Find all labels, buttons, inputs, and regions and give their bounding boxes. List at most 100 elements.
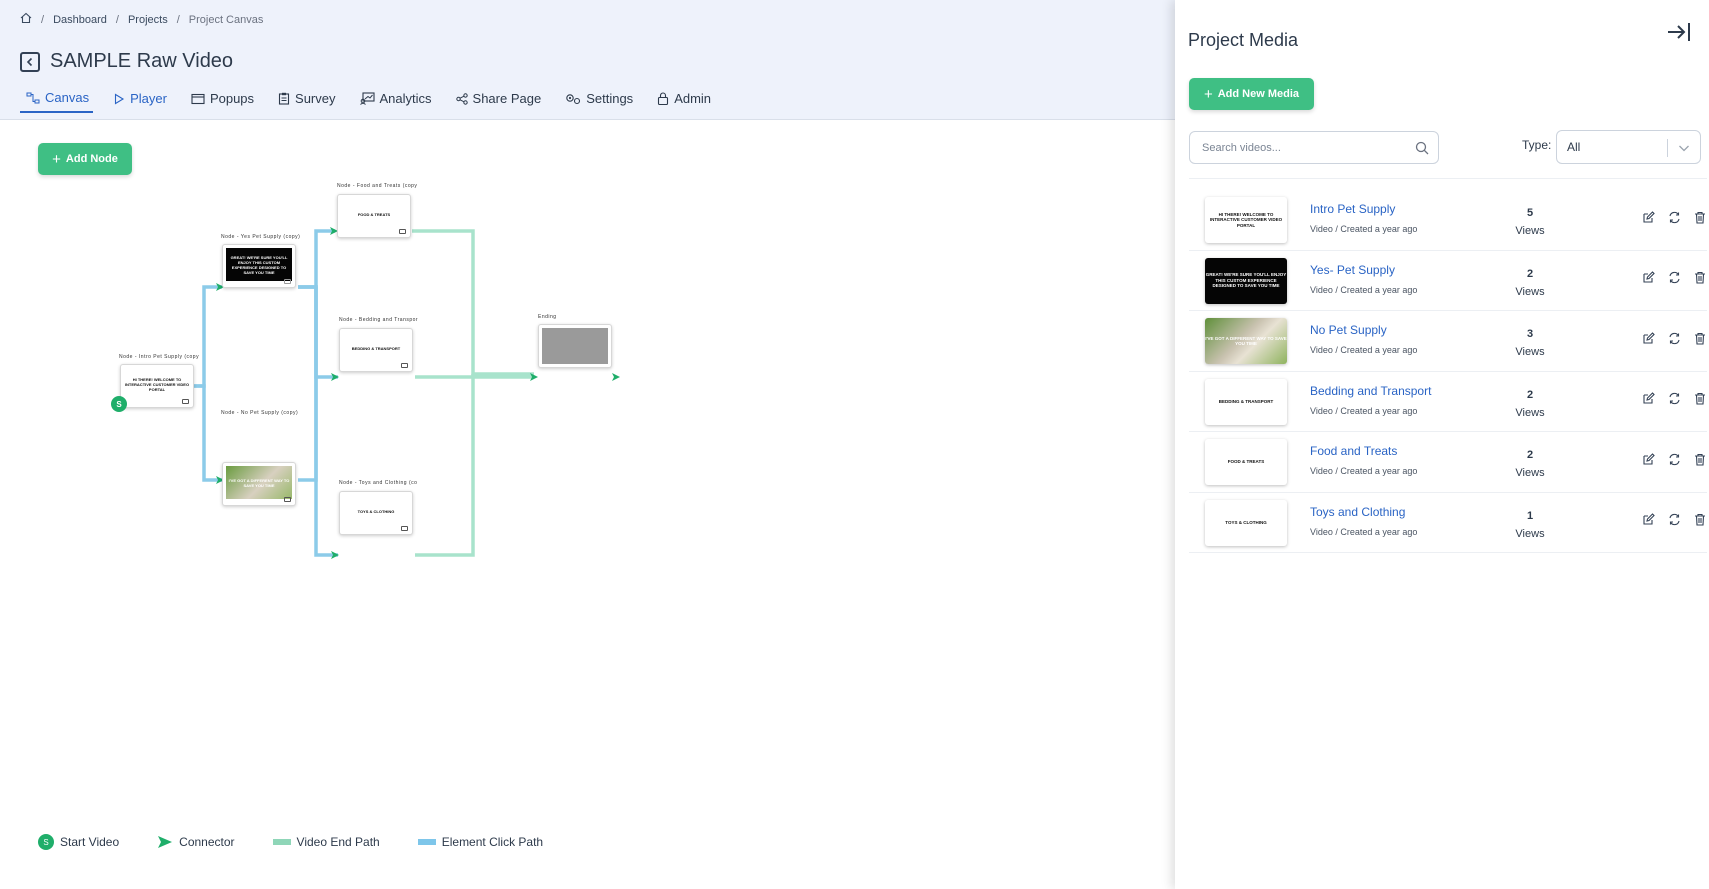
connector-icons: [216, 227, 620, 559]
node-label: Node - Bedding and Transpor: [339, 317, 419, 323]
video-end-swatch: [272, 839, 291, 845]
media-row-bedding-and-transport: BEDDING & TRANSPORT Bedding and Transpor…: [1189, 372, 1707, 432]
home-icon[interactable]: [20, 12, 32, 27]
edit-icon[interactable]: [1641, 331, 1655, 345]
click-path-intro-yes: [194, 285, 222, 388]
breadcrumb-projects[interactable]: Projects: [127, 13, 168, 26]
tab-share-page[interactable]: Share Page: [450, 90, 546, 113]
media-name-link[interactable]: Bedding and Transport: [1310, 383, 1432, 398]
media-thumbnail[interactable]: BEDDING & TRANSPORT: [1205, 378, 1287, 425]
media-thumbnail[interactable]: I'VE GOT A DIFFERENT WAY TO SAVE YOU TIM…: [1205, 318, 1287, 364]
media-thumbnail[interactable]: TOYS & CLOTHING: [1205, 499, 1287, 546]
add-node-button[interactable]: + Add Node: [38, 143, 132, 175]
media-name-link[interactable]: Yes- Pet Supply: [1310, 262, 1395, 277]
element-click-paths: [194, 229, 338, 557]
legend-video-end-path: Video End Path: [272, 835, 380, 849]
flow-canvas[interactable]: + Add Node Node - Intro: [0, 121, 1175, 889]
replace-icon[interactable]: [1667, 210, 1681, 224]
views-label: Views: [1515, 346, 1545, 358]
chevron-down-icon: [1678, 142, 1690, 156]
media-name-link[interactable]: Toys and Clothing: [1310, 504, 1406, 519]
click-path-yes-food: [298, 229, 335, 289]
views-count: 2: [1526, 449, 1534, 461]
media-row-intro-pet-supply: HI THERE! WELCOME TO INTERACTIVE CUSTOME…: [1189, 190, 1707, 251]
tab-label: Share Page: [472, 91, 542, 106]
node-label: Node - Yes Pet Supply (copy): [221, 234, 301, 240]
media-name-link[interactable]: Intro Pet Supply: [1310, 202, 1396, 216]
node-label: Node - No Pet Supply (copy): [221, 410, 299, 416]
tab-settings[interactable]: Settings: [559, 90, 637, 113]
node-ending[interactable]: [538, 324, 612, 368]
list-divider: [1189, 178, 1707, 179]
tab-admin[interactable]: Admin: [651, 90, 715, 113]
media-name-link[interactable]: No Pet Supply: [1310, 323, 1387, 337]
trash-icon[interactable]: [1693, 392, 1707, 406]
edit-icon[interactable]: [1641, 452, 1655, 466]
tab-popups[interactable]: Popups: [185, 90, 258, 113]
views-label: Views: [1515, 527, 1545, 540]
project-media-panel: Project Media + Add New Media Type: All …: [1175, 0, 1709, 889]
breadcrumb-dashboard[interactable]: Dashboard: [53, 13, 107, 26]
views-count: 2: [1526, 388, 1534, 401]
replace-icon[interactable]: [1667, 452, 1681, 466]
node-thumbnail: FOOD & TREATS: [341, 198, 407, 231]
media-row-food-and-treats: FOOD & TREATS Food and Treats Video / Cr…: [1189, 432, 1707, 493]
media-thumbnail[interactable]: HI THERE! WELCOME TO INTERACTIVE CUSTOME…: [1205, 197, 1287, 243]
add-new-media-button[interactable]: + Add New Media: [1189, 78, 1314, 110]
back-arrow-icon[interactable]: [20, 51, 40, 72]
replace-icon[interactable]: [1667, 513, 1681, 527]
node-food-and-treats[interactable]: FOOD & TREATS: [337, 194, 411, 238]
plus-icon: +: [1203, 85, 1213, 103]
type-filter-select[interactable]: All: [1556, 130, 1701, 164]
connector-icon: [216, 283, 224, 291]
search-icon[interactable]: [1415, 141, 1429, 160]
video-camera-icon: [401, 363, 408, 368]
media-thumbnail[interactable]: GREAT! WE'RE SURE YOU'LL ENJOY THIS CUST…: [1205, 257, 1287, 304]
trash-icon[interactable]: [1693, 210, 1707, 224]
panel-title: Project Media: [1188, 30, 1299, 50]
collapse-panel-icon[interactable]: [1665, 20, 1693, 44]
end-path-food-ending: [412, 229, 534, 376]
replace-icon[interactable]: [1667, 392, 1681, 406]
views-label: Views: [1515, 285, 1545, 298]
edit-icon[interactable]: [1641, 513, 1655, 527]
node-label: Node - Toys and Clothing (co: [339, 480, 418, 486]
tab-player[interactable]: Player: [107, 90, 171, 113]
breadcrumb-current: Project Canvas: [188, 13, 264, 26]
tab-label: Survey: [295, 91, 336, 106]
trash-icon[interactable]: [1693, 452, 1707, 466]
media-meta: Video / Created a year ago: [1310, 405, 1418, 416]
breadcrumb-separator: /: [41, 13, 45, 26]
tab-canvas[interactable]: Canvas: [20, 90, 94, 113]
replace-icon[interactable]: [1667, 331, 1681, 345]
trash-icon[interactable]: [1693, 331, 1707, 345]
edit-icon[interactable]: [1641, 392, 1655, 406]
node-yes-pet-supply[interactable]: GREAT! WE'RE SURE YOU'LL ENJOY THIS CUST…: [222, 244, 296, 288]
search-input[interactable]: [1190, 132, 1405, 163]
tab-analytics[interactable]: Analytics: [354, 90, 436, 113]
media-actions: [1629, 271, 1707, 285]
flow-icon: [26, 92, 40, 103]
replace-icon[interactable]: [1667, 271, 1681, 285]
media-actions: [1629, 331, 1707, 345]
legend-element-click-path: Element Click Path: [417, 835, 543, 849]
node-label: Node - Food and Treats (copy: [337, 183, 418, 189]
trash-icon[interactable]: [1693, 513, 1707, 527]
video-camera-icon: [399, 229, 406, 234]
select-divider: [1667, 139, 1668, 157]
edit-icon[interactable]: [1641, 271, 1655, 285]
gears-icon: [566, 93, 581, 104]
tab-survey[interactable]: Survey: [272, 90, 339, 113]
connector-icon: [158, 836, 173, 848]
media-thumbnail[interactable]: FOOD & TREATS: [1205, 439, 1287, 485]
node-bedding-and-transport[interactable]: BEDDING & TRANSPORT: [339, 328, 413, 372]
trash-icon[interactable]: [1693, 271, 1707, 285]
media-row-toys-and-clothing: TOYS & CLOTHING Toys and Clothing Video …: [1189, 493, 1707, 553]
node-toys-and-clothing[interactable]: TOYS & CLOTHING: [339, 491, 413, 535]
node-intro-pet-supply[interactable]: HI THERE! WELCOME TO INTERACTIVE CUSTOME…: [120, 364, 194, 408]
edit-icon[interactable]: [1641, 210, 1655, 224]
media-name-link[interactable]: Food and Treats: [1310, 444, 1398, 458]
node-no-pet-supply[interactable]: I'VE GOT A DIFFERENT WAY TO SAVE YOU TIM…: [222, 462, 296, 506]
views-count: 1: [1526, 509, 1534, 522]
media-views: 5 Views: [1505, 204, 1555, 240]
